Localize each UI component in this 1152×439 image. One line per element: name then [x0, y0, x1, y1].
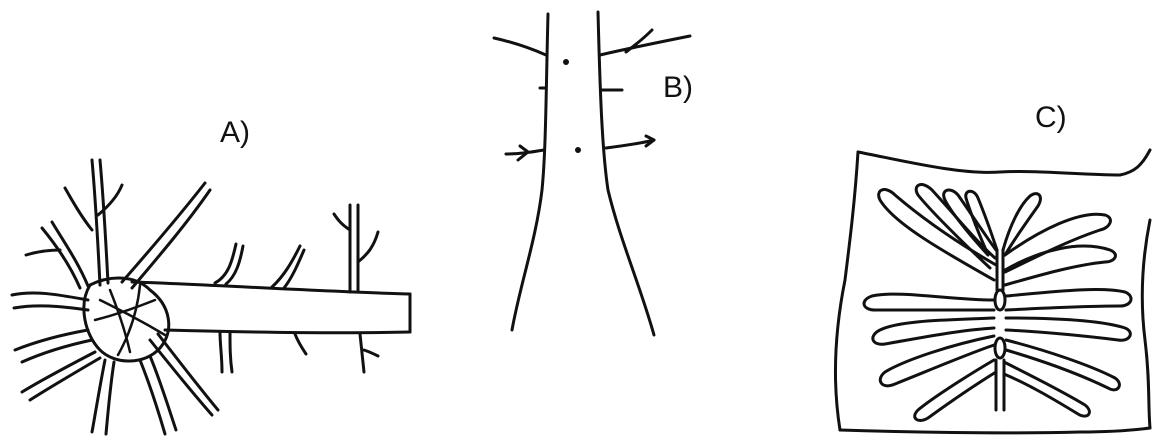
panel-b: B) — [494, 12, 693, 335]
panel-c-drawing — [835, 150, 1150, 433]
panel-c-label: C) — [1035, 101, 1067, 134]
panel-a: A) — [12, 116, 410, 434]
panel-b-label: B) — [663, 71, 693, 104]
panel-a-drawing — [12, 160, 410, 434]
panel-c: C) — [835, 101, 1150, 433]
panel-a-label: A) — [220, 116, 250, 149]
panel-b-drawing — [494, 12, 690, 335]
